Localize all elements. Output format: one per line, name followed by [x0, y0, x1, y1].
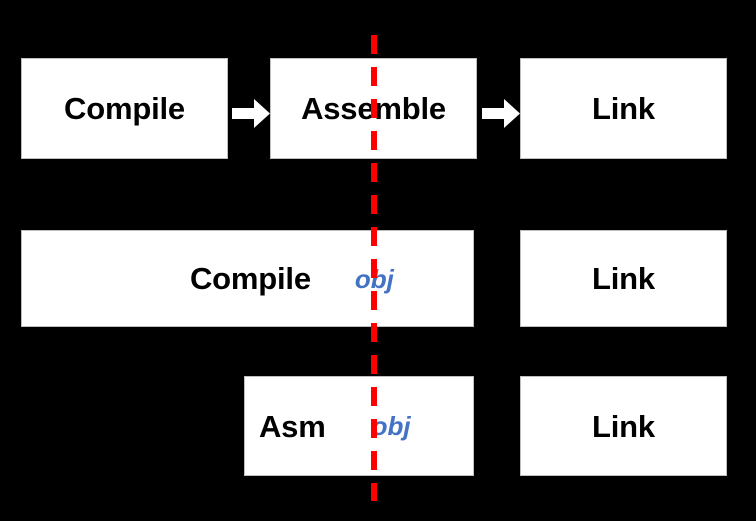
box-link-stage[interactable]: Link — [520, 58, 727, 159]
box-label-compile: Compile — [190, 261, 311, 296]
box-label-link: Link — [592, 91, 655, 126]
box-compile-combined[interactable]: Compile obj — [21, 230, 474, 327]
box-label-link: Link — [592, 261, 655, 296]
box-asm-combined[interactable]: Asm obj — [244, 376, 474, 476]
box-link-stage[interactable]: Link — [520, 230, 727, 327]
box-compile-stage[interactable]: Compile — [21, 58, 228, 159]
box-label-compile: Compile — [64, 91, 185, 126]
red-dashed-divider-line — [371, 35, 377, 501]
box-label-asm: Asm — [259, 408, 326, 444]
right-arrow-icon — [232, 99, 270, 128]
box-link-stage[interactable]: Link — [520, 376, 727, 476]
box-label-link: Link — [592, 408, 655, 444]
box-label-obj: obj — [371, 411, 411, 441]
right-arrow-icon — [482, 99, 520, 128]
